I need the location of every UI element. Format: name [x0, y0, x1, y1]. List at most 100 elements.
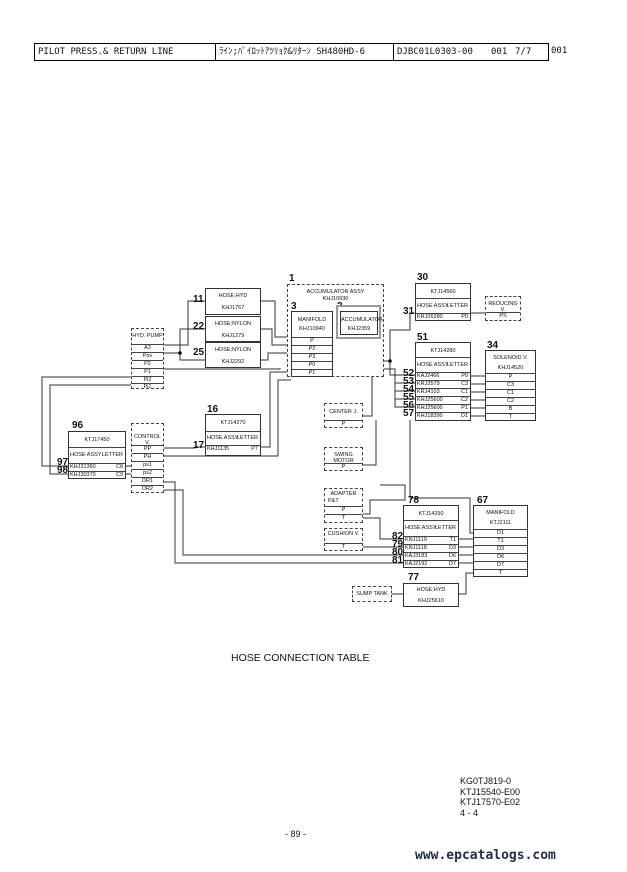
hose-label: HOSE;HYD: [218, 293, 248, 299]
letter-cell: C8: [115, 464, 123, 470]
port: D3: [474, 545, 527, 553]
port: C1: [486, 389, 535, 397]
port: P: [325, 420, 362, 428]
item-number: 57: [403, 408, 415, 419]
accumulator-part: KHJ2359: [347, 326, 371, 332]
hose-cell: KNJ1118: [405, 545, 427, 551]
accumulator-inner: ACCUMULATOR KHJ2359: [340, 311, 383, 335]
port: Pi2: [132, 376, 163, 384]
hose-cell: KHJ31360: [70, 464, 96, 470]
port: A3: [132, 344, 163, 352]
item-number: 56: [403, 400, 415, 411]
letter-cell: T1: [449, 537, 456, 543]
valve-label: CONTROL V.: [134, 434, 161, 446]
port: D7: [474, 561, 527, 569]
item-number: 81: [392, 555, 404, 566]
port: ps1: [132, 461, 163, 469]
letter-cell: D3: [448, 545, 456, 551]
table-part: KTJ14290: [418, 511, 444, 517]
item-number: 25: [193, 347, 205, 358]
letter-cell: P0: [461, 373, 468, 379]
hose-part: KHJ1279: [221, 333, 245, 339]
port: P3: [292, 353, 332, 361]
col-header: HOSE ASSY: [417, 362, 449, 368]
col-header: LETTER: [446, 303, 468, 309]
item-number: 67: [477, 495, 489, 506]
port: PP: [132, 445, 163, 453]
port: B: [486, 405, 535, 413]
item-number: 16: [207, 404, 219, 415]
col-header: LETTER: [236, 435, 258, 441]
letter-cell: C9: [115, 472, 123, 478]
watermark: www.epcatalogs.com: [415, 848, 556, 863]
port: T1: [474, 537, 527, 545]
letter-cell: P0: [461, 314, 468, 320]
port: P: [325, 463, 362, 471]
accumulator-label: ACCUMULATOR: [341, 317, 383, 323]
port: P1: [292, 369, 332, 377]
item-number: 52: [403, 368, 415, 379]
header-code: DJBC01L0303-00: [397, 47, 473, 57]
port: P: [292, 337, 332, 345]
accumulator-2: ACCUMULATOR KHJ2359: [336, 305, 383, 339]
sump-tank: SUMP TANK: [352, 586, 392, 602]
table-part: KTJ14560: [430, 289, 456, 295]
port: PH: [132, 453, 163, 461]
cushion-valve: CUSHION V. T: [324, 528, 363, 551]
col-header: LETTER: [101, 452, 123, 458]
component-label: P&T: [328, 498, 339, 504]
item-number: 54: [403, 384, 415, 395]
hose-part: KHJ2292: [221, 359, 245, 365]
page-number: - 89 -: [285, 829, 307, 839]
adapter-pt: ADAPTER P&T P T: [324, 488, 363, 523]
item-number: 3: [291, 301, 297, 312]
hose-label: HOSE;NYLON: [214, 347, 252, 353]
manifold-label: MANIFOLD: [297, 317, 327, 323]
hose-cell: KHJ25600: [417, 397, 443, 403]
swing-motor: SWING MOTOR P: [324, 447, 363, 471]
header-rev: 001: [551, 46, 568, 56]
item-number: 55: [403, 392, 415, 403]
hose-25: HOSE;NYLON KHJ2292: [205, 342, 261, 368]
port: C2: [486, 397, 535, 405]
table-part: KTJ17450: [84, 437, 110, 443]
hose-cell: KRJ26280: [417, 314, 443, 320]
hose-cell: KHJ18390: [417, 413, 443, 419]
table-part: KTJ14270: [220, 420, 246, 426]
component-label: CENTER J.: [329, 409, 358, 415]
hose-11: HOSE;HYD KHJ1767: [205, 288, 261, 315]
letter-cell: C3: [460, 381, 468, 387]
hose-cell: KHJ25600: [417, 405, 443, 411]
solenoid-valve: SOLENOID V. KHJ14520 P C3 C1 C2 B T: [485, 350, 536, 421]
code-line: 4 - 4: [460, 807, 479, 818]
item-number: 82: [392, 531, 404, 542]
hose-cell: KAJ2466: [417, 373, 440, 379]
hyd-pump-label: HYD. PUMP: [132, 333, 163, 339]
item-number: 77: [408, 572, 420, 583]
manifold-part: KTJ2111: [489, 520, 512, 526]
hose-cell: KRJ4103: [417, 389, 440, 395]
manifold-3: MANIFOLD KHJ10940 P P2 P3 P0 P1: [291, 311, 333, 377]
manifold-part: KHJ10940: [299, 326, 325, 332]
item-number: 17: [193, 440, 205, 451]
header-seq: 001: [491, 47, 508, 57]
port: D6: [474, 553, 527, 561]
hose-22: HOSE;NYLON KHJ1279: [205, 316, 261, 342]
document-codes: KG0TJ819-0 KTJ15540-E00 KTJ17570-E02 4 -…: [460, 776, 520, 818]
port: Psv: [132, 352, 163, 360]
letter-cell: C2: [460, 397, 468, 403]
port: T: [474, 569, 527, 577]
letter-cell: P7: [251, 446, 258, 452]
letter-cell: P1: [461, 405, 468, 411]
col-header: LETTER: [446, 362, 468, 368]
control-valve: CONTROL V. PP PH ps1 ps2 DR1 DR2: [131, 423, 164, 493]
item-number: 11: [193, 294, 204, 305]
assy-part: KHJ10930: [322, 296, 349, 302]
item-number: 30: [417, 272, 429, 283]
item-number: 96: [72, 420, 84, 431]
valve-part: KHJ14520: [497, 365, 524, 371]
